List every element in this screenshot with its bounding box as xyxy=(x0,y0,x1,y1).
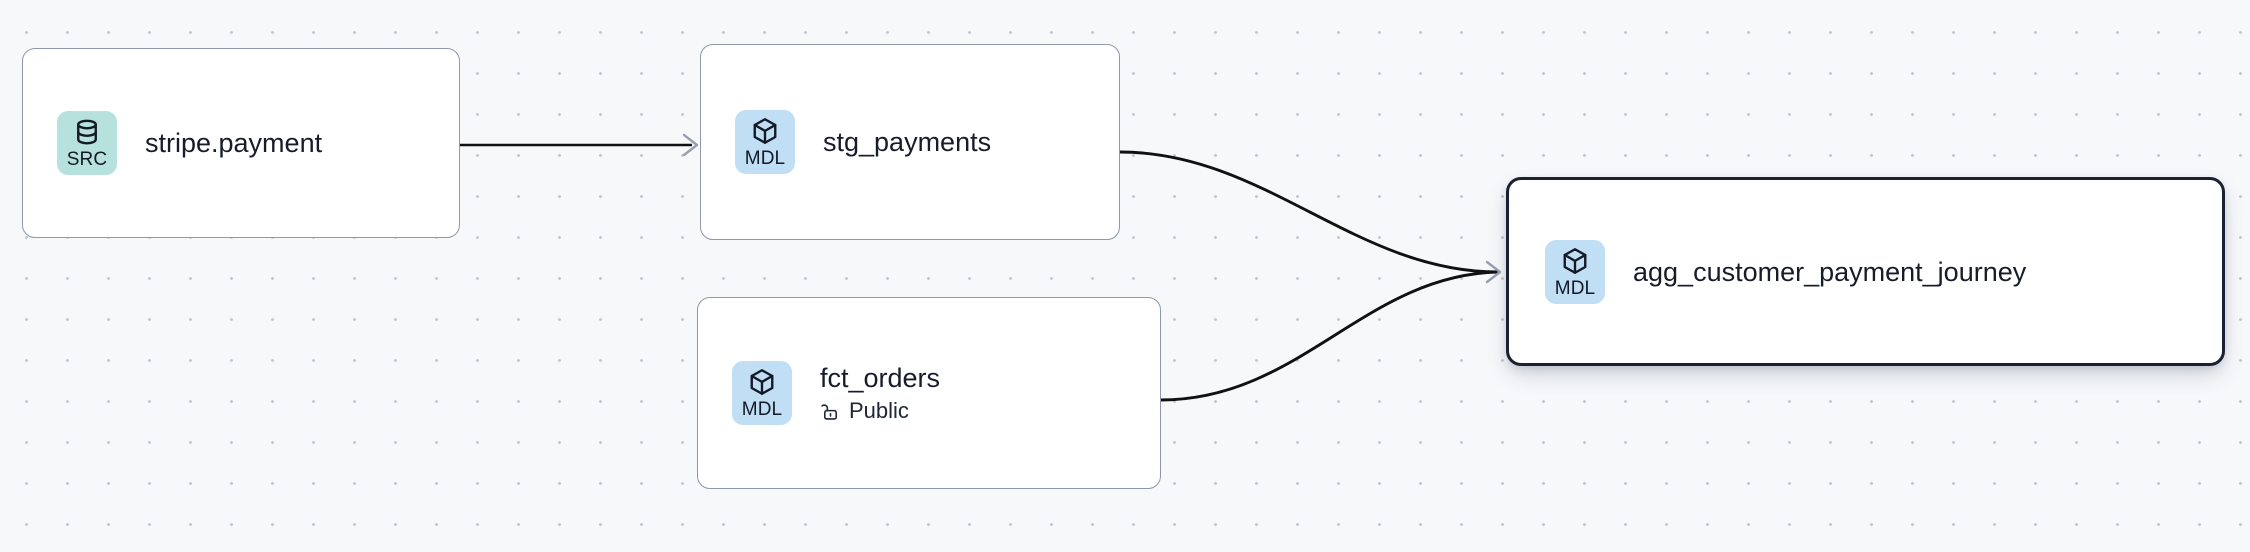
node-kind-badge-src: SRC xyxy=(57,111,117,175)
node-kind-badge-mdl: MDL xyxy=(1545,239,1605,304)
node-kind-label: MDL xyxy=(741,399,783,420)
unlock-icon xyxy=(821,403,837,420)
edge-fct-orders-to-agg-customer-payment-journey xyxy=(1160,260,1502,402)
node-title: agg_customer_payment_journey xyxy=(1633,256,2027,287)
node-body: fct_orders Public xyxy=(820,363,940,423)
arrowhead-icon xyxy=(682,133,699,157)
edge-stripe-payment-to-stg-payments xyxy=(460,133,699,157)
node-kind-badge-mdl: MDL xyxy=(735,110,795,174)
node-title: stg_payments xyxy=(823,127,992,157)
edge-stg-payments-to-agg-customer-payment-journey xyxy=(1119,150,1499,274)
node-body: stg_payments xyxy=(823,127,991,157)
arrowhead-icon xyxy=(1485,260,1502,284)
node-visibility-label: Public xyxy=(849,398,909,423)
node-title: stripe.payment xyxy=(145,128,323,158)
node-visibility-badge: Public xyxy=(820,399,940,423)
node-kind-label: MDL xyxy=(1554,277,1596,299)
node-body: stripe.payment xyxy=(145,128,322,158)
graph-node-stripe-payment[interactable]: SRC stripe.payment xyxy=(22,48,460,238)
graph-node-agg-customer-payment-journey[interactable]: MDL agg_customer_payment_journey xyxy=(1506,177,2225,366)
node-kind-badge-mdl: MDL xyxy=(732,361,792,425)
cube-icon xyxy=(753,118,777,144)
cube-icon xyxy=(750,369,774,395)
node-kind-label: SRC xyxy=(66,149,108,170)
node-kind-label: MDL xyxy=(744,148,786,169)
graph-node-stg-payments[interactable]: MDL stg_payments xyxy=(700,44,1120,240)
node-body: agg_customer_payment_journey xyxy=(1633,257,2026,287)
graph-node-fct-orders[interactable]: MDL fct_orders Public xyxy=(697,297,1161,489)
node-title: fct_orders xyxy=(820,363,941,393)
database-icon xyxy=(77,119,97,145)
cube-icon xyxy=(1563,247,1587,274)
